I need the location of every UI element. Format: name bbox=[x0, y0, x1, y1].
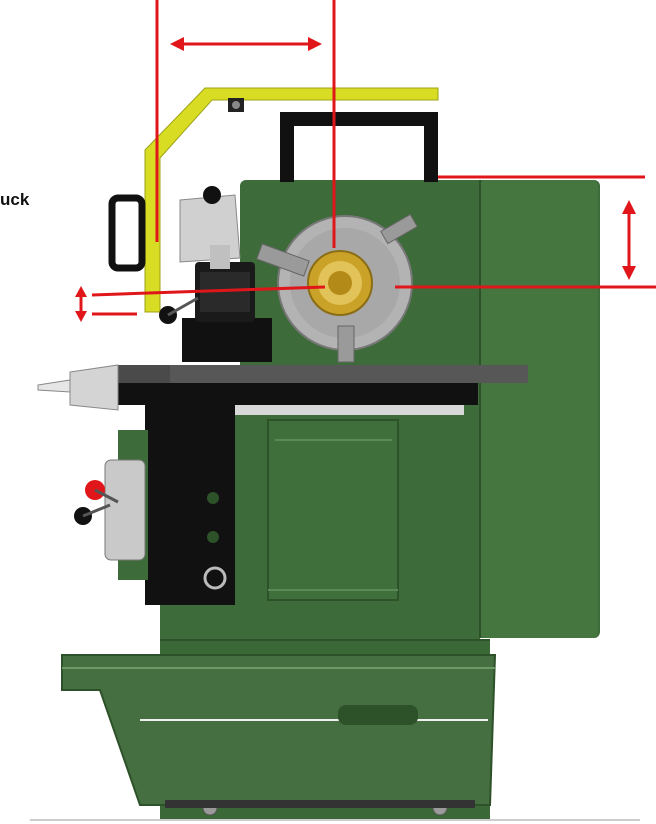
tailstock-quill bbox=[37, 364, 119, 411]
apron bbox=[104, 400, 235, 605]
apron-levers bbox=[74, 480, 119, 525]
cabinet-detail bbox=[267, 419, 399, 601]
top-handle bbox=[280, 112, 438, 182]
casters bbox=[165, 800, 475, 816]
chip-tray bbox=[61, 654, 497, 806]
tool-height-line-upper bbox=[91, 285, 326, 297]
tool-post bbox=[159, 186, 272, 362]
lathe-bed bbox=[118, 365, 528, 415]
dimension-lines bbox=[75, 0, 656, 322]
chuck bbox=[256, 213, 418, 363]
chuck-label: uck bbox=[0, 190, 30, 209]
guard-handle bbox=[108, 194, 146, 272]
